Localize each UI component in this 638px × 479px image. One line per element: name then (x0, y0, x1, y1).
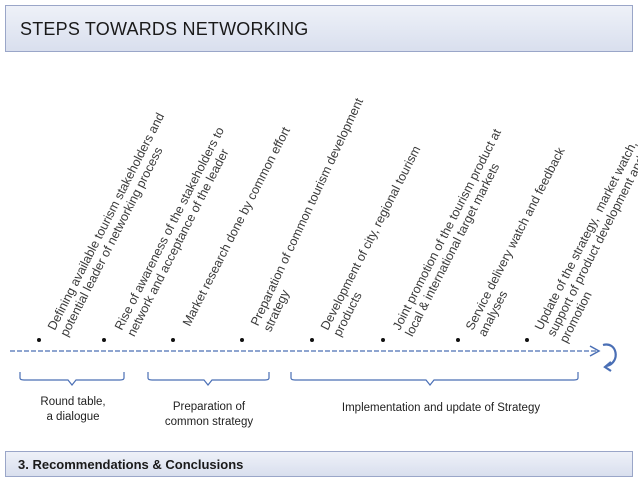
loop-arrow-icon (602, 343, 617, 368)
phase-label-preparation: Preparation of common strategy (148, 400, 270, 430)
loop-arrowhead-icon (603, 361, 612, 372)
step-dot-3 (171, 338, 175, 342)
phase-2-line1: Preparation of (172, 401, 246, 413)
step-dot-2 (102, 338, 106, 342)
step-dot-7 (456, 338, 460, 342)
step-dot-5 (310, 338, 314, 342)
phase-2-line2: common strategy (164, 416, 254, 428)
step-dot-8 (525, 338, 529, 342)
brace-preparation (147, 372, 270, 386)
brace-round-table (19, 372, 125, 386)
footer-bar: 3. Recommendations & Conclusions (5, 451, 633, 477)
timeline-arrowhead (589, 345, 601, 357)
step-dot-1 (37, 338, 41, 342)
step-dot-6 (381, 338, 385, 342)
phase-1-line1: Round table, (40, 396, 106, 408)
step-dot-4 (240, 338, 244, 342)
phase-1-line2: a dialogue (46, 411, 100, 423)
footer-section-title: 3. Recommendations & Conclusions (18, 457, 244, 472)
slide-title: STEPS TOWARDS NETWORKING (20, 19, 309, 39)
phase-label-round-table: Round table, a dialogue (18, 395, 128, 425)
title-bar: STEPS TOWARDS NETWORKING (5, 5, 633, 52)
phase-label-implementation: Implementation and update of Strategy (306, 401, 576, 416)
phase-3-line1: Implementation and update of Strategy (341, 402, 541, 414)
brace-implementation (290, 372, 579, 386)
